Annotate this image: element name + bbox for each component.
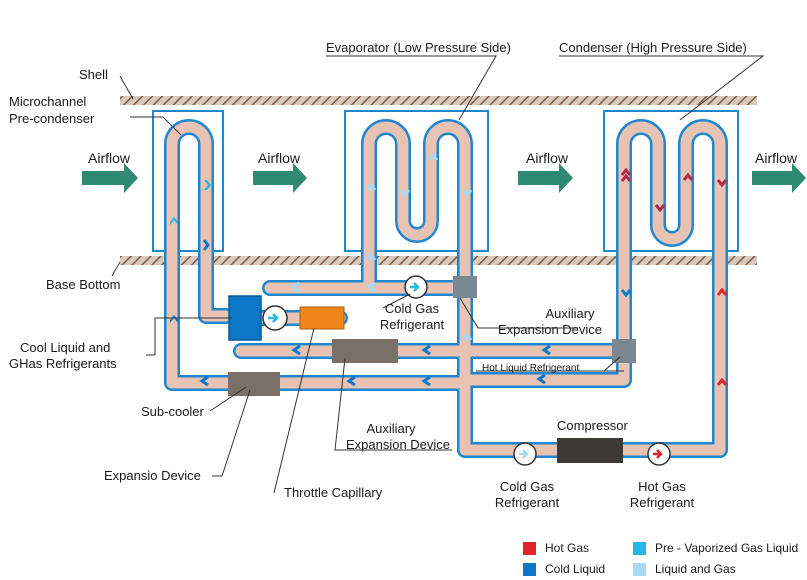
shell-label: Shell [79,67,108,82]
aux-expansion-upper-line1: Auxiliary [545,306,595,321]
cool-liquid-label-line1: Cool Liquid and [20,340,111,355]
airflow-label-3: Airflow [526,150,569,166]
microchannel-label: Microchannel [9,94,87,109]
evaporator-label: Evaporator (Low Pressure Side) [326,40,511,55]
compressor-body [557,438,623,463]
legend-swatch-pre-vaporized [633,541,646,555]
airflow-arrows [82,163,806,193]
legend-cold-liquid: Cold Liquid [523,562,605,576]
junction-block [228,295,262,341]
legend-label: Liquid and Gas [655,562,736,576]
airflow-label-4: Airflow [755,150,798,166]
cold-gas-upper-line2: Refrigerant [379,317,445,332]
legend-swatch-hot-gas [523,541,536,555]
aux-device-upper [453,276,477,298]
airflow-label-2: Airflow [258,150,301,166]
expansio-device-label: Expansio Device [104,468,201,483]
legend-swatch-cold-liquid [523,562,536,576]
legend-label: Cold Liquid [545,562,606,576]
base-bottom-label: Base Bottom [46,277,121,292]
flow-chevrons [170,152,728,387]
legend-label: Hot Gas [545,541,590,555]
aux-expansion-upper-line2: Expansion Device [497,322,603,337]
sub-cooler-label: Sub-cooler [141,404,204,419]
legend-liquid-and-gas: Liquid and Gas [633,562,736,576]
cold-gas-upper-line1: Cold Gas [384,301,440,316]
aux-expansion-lower-line2: Expansion Device [345,437,451,452]
cold-gas-lower-line2: Refrigerant [494,495,560,510]
shell-band [120,96,757,105]
hot-gas-label-line2: Refrigerant [629,495,695,510]
legend-pre-vaporized: Pre - Vaporized Gas Liquid [633,541,798,555]
throttle-capillary-label: Throttle Capillary [284,485,383,500]
legend-hot-gas: Hot Gas [523,541,589,555]
hot-gas-label-line1: Hot Gas [638,479,686,494]
sub-cooler-body [228,372,280,396]
expansion-device-body [332,339,398,363]
hot-liquid-label: Hot Liquid Refrigerant [482,363,580,374]
throttle-capillary [299,306,345,330]
leader-lines [111,55,765,494]
condenser-label: Condenser (High Pressure Side) [559,40,747,55]
cool-liquid-label-line2: GHas Refrigerants [9,356,117,371]
aux-expansion-lower-line1: Auxiliary [366,421,416,436]
compressor-label: Compressor [557,418,628,433]
aux-device-lower [612,339,636,363]
legend-swatch-liquid-and-gas [633,562,646,576]
legend-label: Pre - Vaporized Gas Liquid [655,541,799,555]
base-bottom-band [120,256,757,265]
airflow-label-1: Airflow [88,150,131,166]
precondenser-label: Pre-condenser [9,111,95,126]
cold-gas-lower-line1: Cold Gas [499,479,555,494]
